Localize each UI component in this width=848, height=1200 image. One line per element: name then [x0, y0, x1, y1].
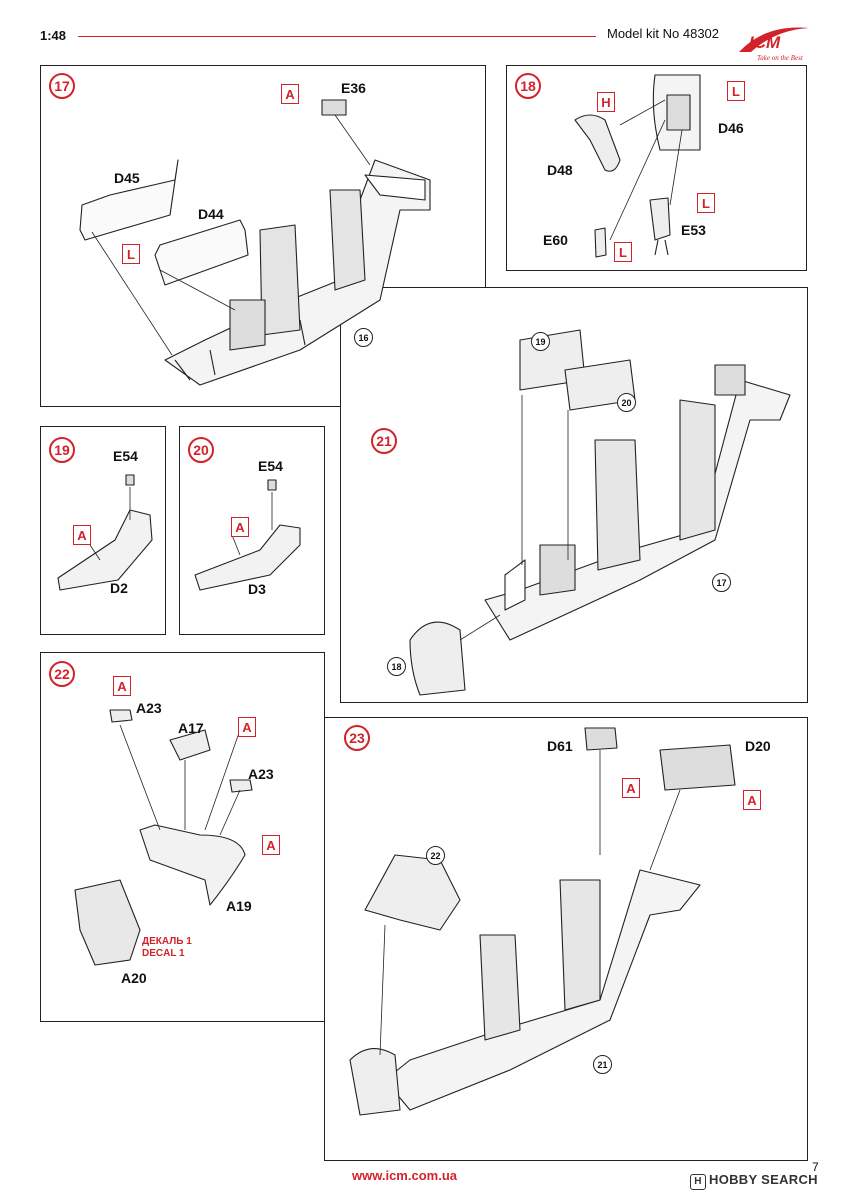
part-a23-label: A23	[136, 700, 162, 716]
ref-16: 16	[354, 328, 373, 347]
ref-18: 18	[387, 657, 406, 676]
part-a17-label: A17	[178, 720, 204, 736]
step-18-number: 18	[515, 73, 541, 99]
step-22-number: 22	[49, 661, 75, 687]
step-17-number: 17	[49, 73, 75, 99]
watermark-text: HOBBY SEARCH	[709, 1172, 818, 1187]
part-d20-label: D20	[745, 738, 771, 754]
page-number: 7	[812, 1160, 819, 1174]
step-20-panel	[179, 426, 325, 635]
part-a23-label: A23	[248, 766, 274, 782]
paint-tag-l: L	[614, 242, 632, 262]
step-21-number: 21	[371, 428, 397, 454]
part-d44-shape	[154, 219, 249, 286]
paint-tag-l: L	[122, 244, 140, 264]
paint-tag-a: A	[231, 517, 249, 537]
part-a19-label: A19	[226, 898, 252, 914]
paint-tag-l: L	[697, 193, 715, 213]
part-d3-label: D3	[248, 581, 266, 597]
paint-tag-a: A	[113, 676, 131, 696]
paint-tag-a: A	[73, 525, 91, 545]
ref-21: 21	[593, 1055, 612, 1074]
icm-logo: ICM Take on the Best	[735, 22, 815, 64]
part-d61-label: D61	[547, 738, 573, 754]
cockpit-tub-21	[409, 329, 791, 696]
part-e54-label: E54	[258, 458, 283, 474]
part-d46-label: D46	[718, 120, 744, 136]
footer-url[interactable]: www.icm.com.ua	[352, 1168, 457, 1183]
paint-tag-a: A	[281, 84, 299, 104]
paint-tag-h: H	[597, 92, 615, 112]
part-d3-shape	[194, 524, 301, 591]
part-d2-shape	[57, 509, 153, 591]
paint-tag-a: A	[262, 835, 280, 855]
ref-22: 22	[426, 846, 445, 865]
cockpit-assembly-23	[349, 727, 736, 1116]
ref-19: 19	[531, 332, 550, 351]
step-20-number: 20	[188, 437, 214, 463]
rear-panel-18	[574, 74, 701, 258]
part-d45-label: D45	[114, 170, 140, 186]
step-19-number: 19	[49, 437, 75, 463]
kit-number: Model kit No 48302	[607, 26, 720, 41]
part-a20-label: A20	[121, 970, 147, 986]
paint-tag-a: A	[622, 778, 640, 798]
logo-text: ICM	[749, 33, 781, 52]
decal-label-en: DECAL 1	[142, 948, 185, 959]
part-d44-label: D44	[198, 206, 224, 222]
decal-label-ru: ДЕКАЛЬ 1	[142, 936, 192, 947]
cockpit-tub-17	[164, 99, 431, 386]
ref-20: 20	[617, 393, 636, 412]
instrument-panel-22	[74, 709, 253, 966]
paint-tag-a: A	[743, 790, 761, 810]
part-d45-shape	[79, 159, 179, 241]
step-23-number: 23	[344, 725, 370, 751]
paint-tag-a: A	[238, 717, 256, 737]
logo-tagline: Take on the Best	[757, 54, 804, 62]
part-e36-label: E36	[341, 80, 366, 96]
part-d48-label: D48	[547, 162, 573, 178]
scale-label: 1:48	[40, 28, 67, 43]
paint-tag-l: L	[727, 81, 745, 101]
ref-17: 17	[712, 573, 731, 592]
watermark-logo-icon: H	[690, 1174, 706, 1190]
part-e54-label: E54	[113, 448, 138, 464]
part-e60-label: E60	[543, 232, 568, 248]
header-divider	[78, 36, 596, 37]
part-d2-label: D2	[110, 580, 128, 596]
part-e53-label: E53	[681, 222, 706, 238]
